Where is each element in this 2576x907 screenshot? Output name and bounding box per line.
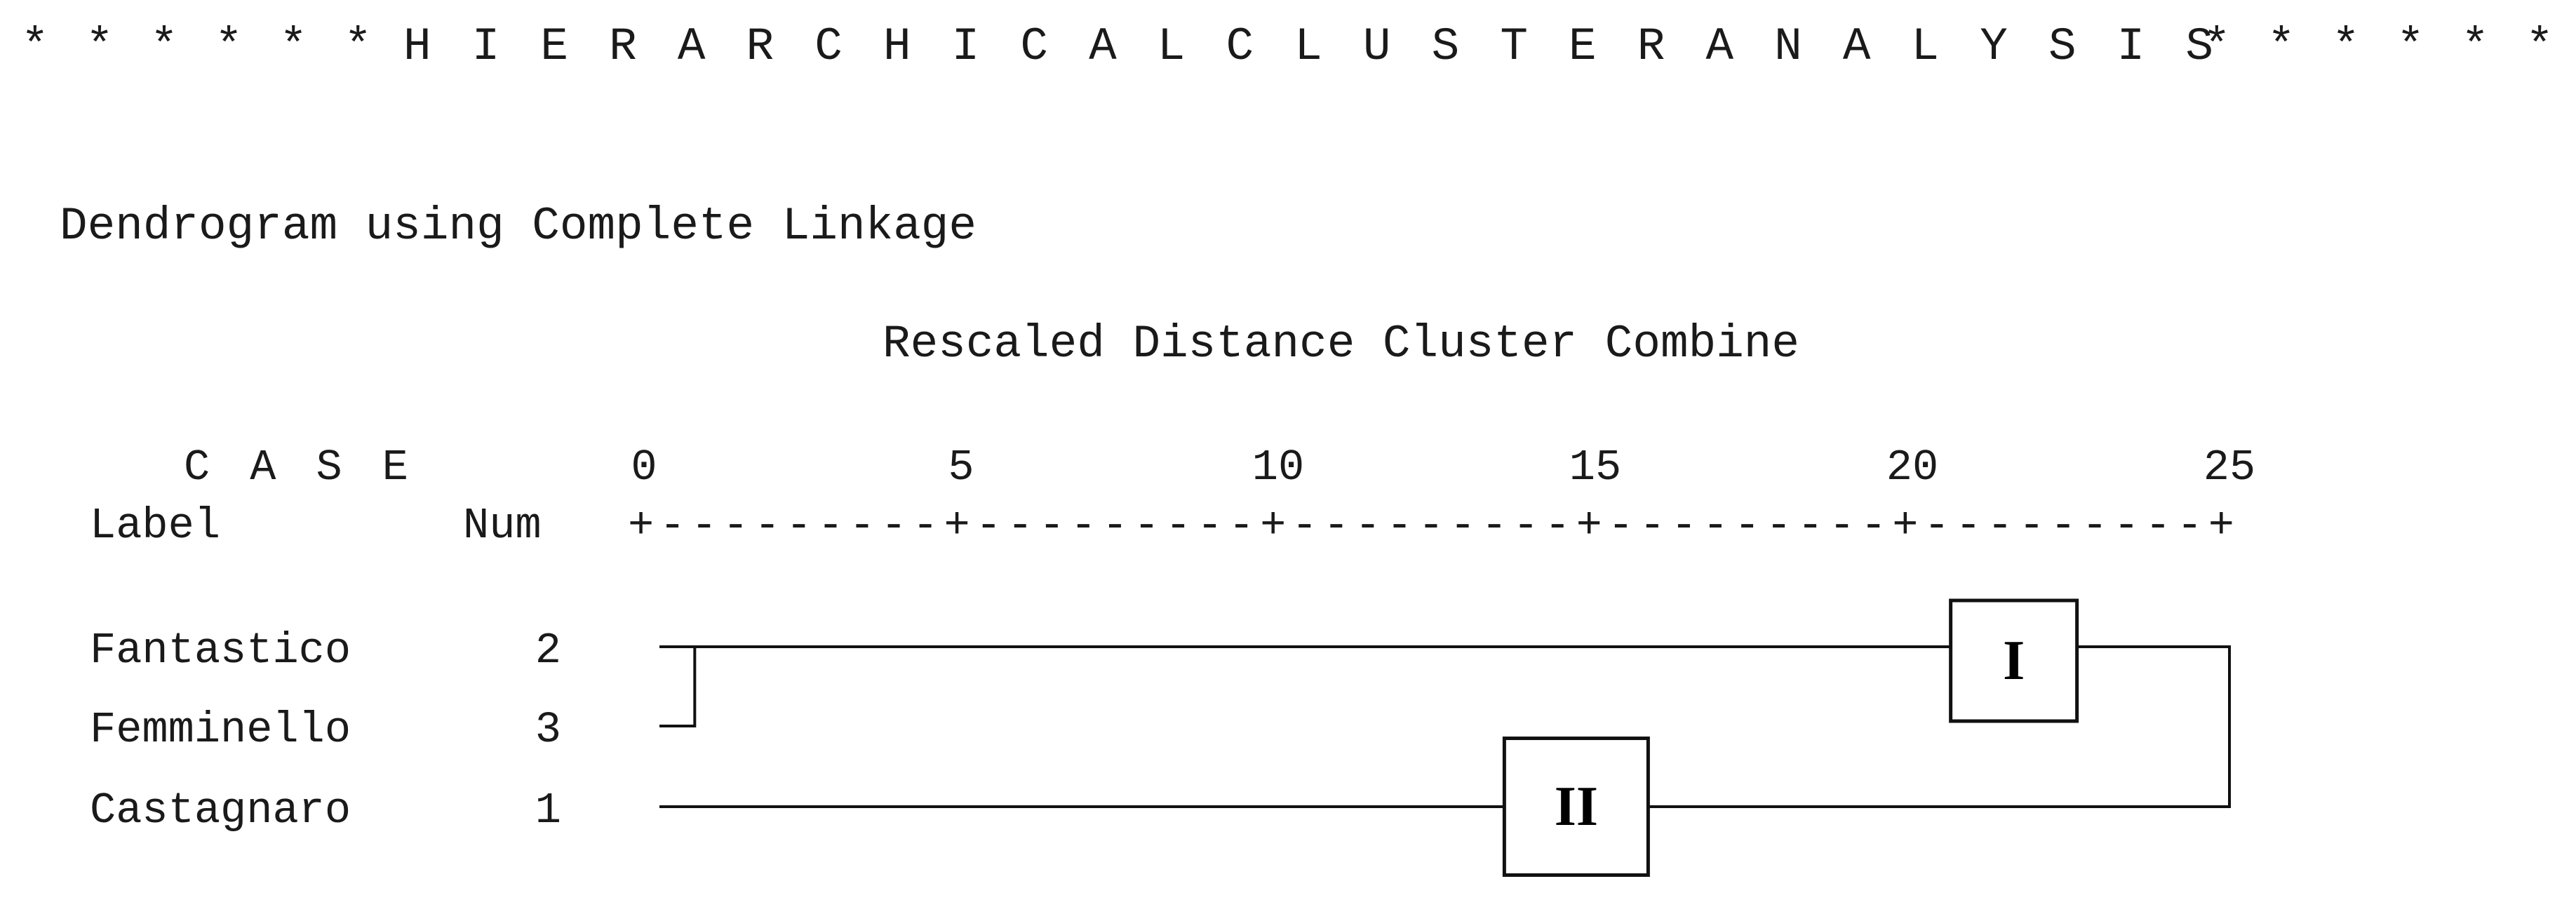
cluster-annotations: III <box>1502 598 2079 877</box>
case-label: Femminello <box>90 705 351 755</box>
num-column-header: Num <box>463 501 542 551</box>
cluster-annotation-box <box>1949 598 2079 723</box>
case-label: Castagnaro <box>90 786 351 835</box>
label-column-header: Label <box>90 501 220 551</box>
header-stars-right: * * * * * * <box>2203 20 2554 73</box>
cluster-annotation-label: II <box>1555 776 1598 838</box>
case-label: Fantastico <box>90 626 351 676</box>
cluster-annotation-label: I <box>2003 630 2025 692</box>
axis-ticks: 0 5 10 15 20 25 <box>631 443 2255 492</box>
tick-label-20: 20 <box>1886 443 1938 492</box>
header-stars-left: * * * * * * <box>21 20 372 73</box>
chart-title: Dendrogram using Complete Linkage <box>60 200 977 253</box>
x-axis-label: Rescaled Distance Cluster Combine <box>883 318 1799 370</box>
case-column-header: C A S E <box>184 443 408 492</box>
header-title: H I E R A R C H I C A L C L U S T E R A … <box>403 20 2213 73</box>
axis-ruler: +---------+---------+---------+---------… <box>628 501 2234 551</box>
cluster-annotation-box <box>1502 737 1650 877</box>
case-num: 1 <box>535 786 561 835</box>
tick-label-15: 15 <box>1569 443 1621 492</box>
tick-label-10: 10 <box>1252 443 1304 492</box>
case-num: 3 <box>535 705 561 755</box>
tick-label-5: 5 <box>948 443 974 492</box>
tick-label-25: 25 <box>2203 443 2255 492</box>
tick-label-0: 0 <box>631 443 657 492</box>
case-num: 2 <box>535 626 561 676</box>
